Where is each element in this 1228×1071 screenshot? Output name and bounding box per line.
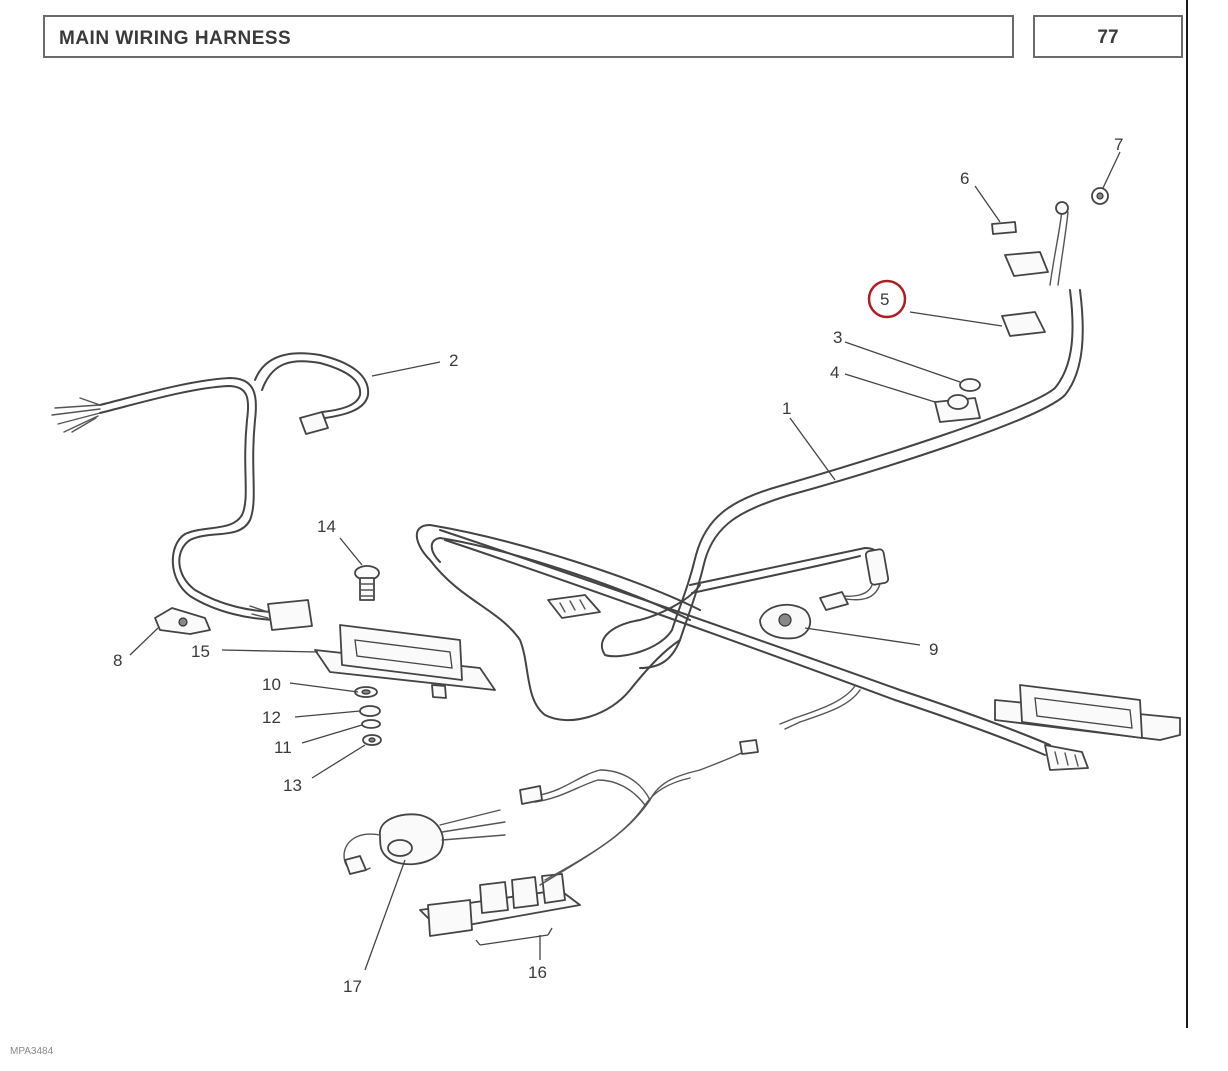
control-box-part-15	[314, 624, 496, 699]
page-number: 77	[1097, 27, 1119, 48]
hardware-stack-parts-10-13	[354, 686, 382, 746]
switch-panel-part-16	[419, 739, 759, 946]
callout-12: 12	[262, 708, 281, 727]
clamp-part-4	[934, 394, 981, 423]
callout-10: 10	[262, 675, 281, 694]
leader-lines	[129, 151, 1121, 971]
main-harness-part-1	[415, 209, 1089, 771]
page-number-box: 77	[1033, 15, 1183, 58]
callout-15: 15	[191, 642, 210, 661]
screw-part-14	[354, 565, 380, 601]
callout-14: 14	[317, 517, 336, 536]
callout-3: 3	[833, 328, 842, 347]
callout-labels: 1 2 3 4 5 6 7 8 9 10 11 12 13 14 15 16 1…	[113, 135, 1123, 996]
callout-17: 17	[343, 977, 362, 996]
right-border-rule	[1186, 0, 1188, 1028]
callout-11: 11	[274, 738, 292, 757]
clip-part-5	[1001, 311, 1046, 337]
nut-part-3	[959, 378, 981, 392]
ignition-switch-part-17	[343, 809, 506, 875]
right-control-box	[994, 684, 1181, 741]
callout-1: 1	[782, 399, 791, 418]
bolt-part-6	[991, 221, 1049, 277]
image-code: MPA3484	[10, 1046, 54, 1057]
callout-8: 8	[113, 651, 122, 670]
page-title: MAIN WIRING HARNESS	[59, 28, 292, 49]
callout-6: 6	[960, 169, 969, 188]
callout-4: 4	[830, 363, 839, 382]
callout-9: 9	[929, 640, 938, 659]
sub-harness-part-2	[51, 352, 370, 631]
bracket-part-8	[154, 607, 211, 635]
sensor-part-9	[759, 591, 849, 640]
callout-5: 5	[880, 290, 889, 309]
title-box: MAIN WIRING HARNESS	[43, 15, 1014, 58]
washer-part-7	[1055, 187, 1109, 215]
callout-2: 2	[449, 351, 458, 370]
callout-16: 16	[528, 963, 547, 982]
highlight-ring-callout-5	[867, 279, 907, 319]
callout-7: 7	[1114, 135, 1123, 154]
callout-13: 13	[283, 776, 302, 795]
